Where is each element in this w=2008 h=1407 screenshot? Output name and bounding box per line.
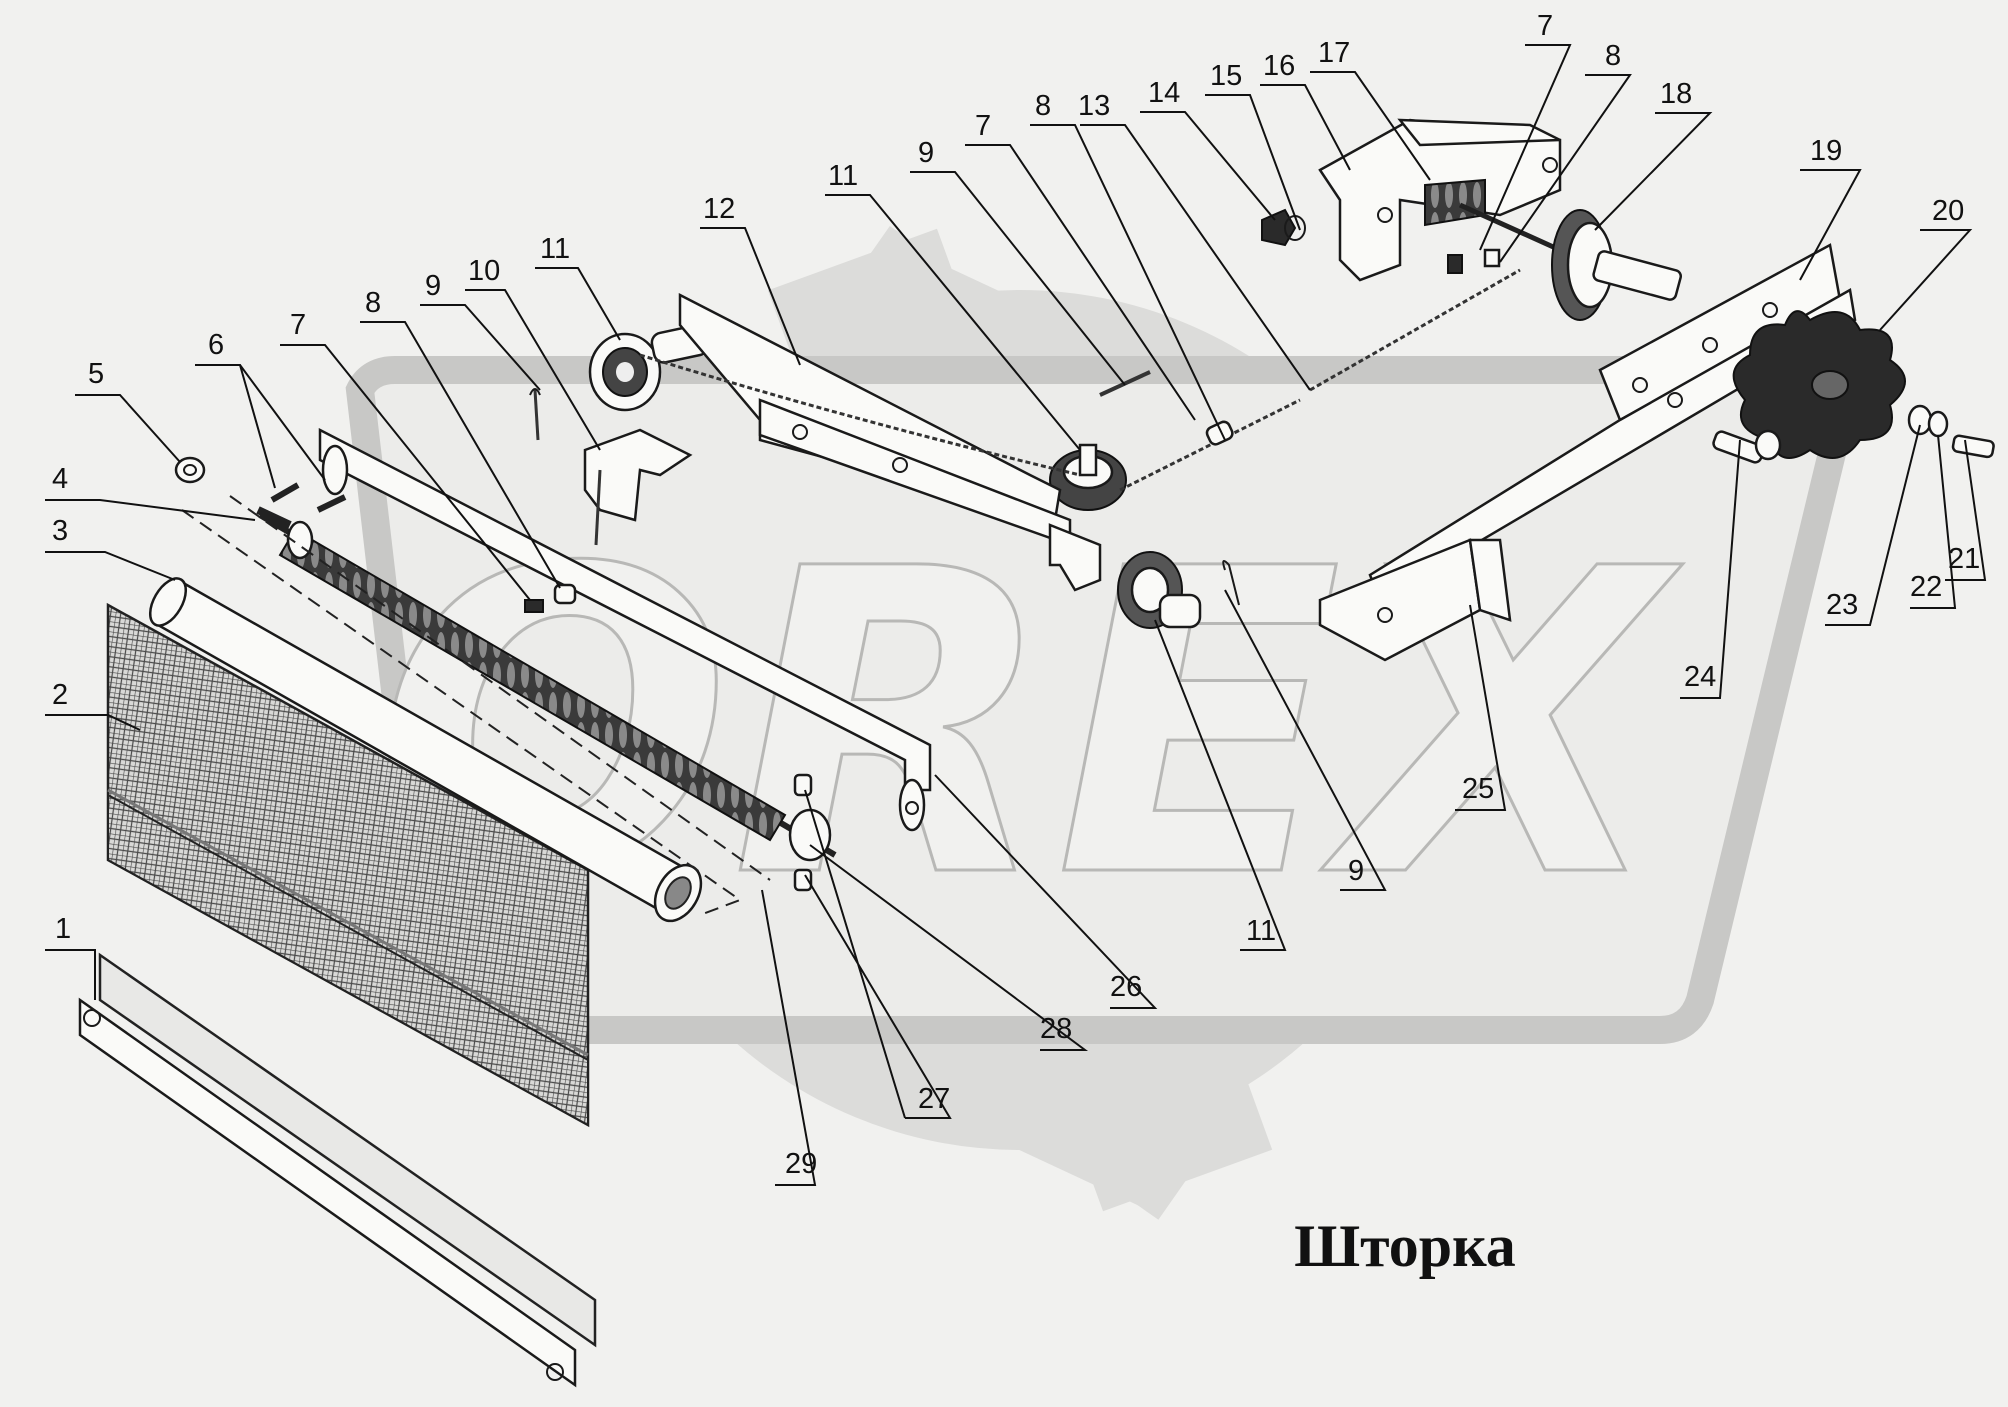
callout-13: 13 [1078,90,1110,122]
callout-14: 14 [1148,77,1180,109]
callout-1: 1 [55,913,71,945]
callout-2: 2 [52,679,68,711]
callout-9: 9 [425,270,441,302]
bottom-rail [78,997,577,1388]
callout-22: 22 [1910,571,1942,603]
callout-5: 5 [88,358,104,390]
callout-18: 18 [1660,78,1692,110]
assembly-lines [181,495,771,916]
callout-6: 6 [208,329,224,361]
callout-11: 11 [828,160,858,192]
callout-23: 23 [1826,589,1858,621]
callout-20: 20 [1932,195,1964,227]
part-guide-plate [678,292,1102,592]
callout-8: 8 [365,287,381,319]
callout-11: 11 [540,233,570,265]
callout-25: 25 [1462,773,1494,805]
part-hardware-left [174,388,813,892]
callout-9: 9 [1348,855,1364,887]
callout-24: 24 [1684,661,1716,693]
callout-3: 3 [52,515,68,547]
callout-7: 7 [290,309,306,341]
callout-10: 10 [468,255,500,287]
callout-11: 11 [1246,915,1276,947]
part-knob [1732,310,1906,459]
callout-28: 28 [1040,1013,1072,1045]
part-top-bracket [1318,118,1562,282]
callout-8: 8 [1605,40,1621,72]
callouts: 1 2 3 4 5 6 7 8 9 10 11 12 11 9 7 8 13 1… [52,10,1980,1180]
diagram-title: Шторка [1294,1213,1516,1279]
callout-27: 27 [918,1083,950,1115]
callout-17: 17 [1318,37,1350,69]
callout-26: 26 [1110,971,1142,1003]
callout-7: 7 [975,110,991,142]
part-nuts-top [1261,208,1501,274]
part-pulley-middle [1049,443,1127,511]
callout-16: 16 [1263,50,1295,82]
part-drum-pulley [1551,209,1683,321]
leader-lines [45,44,1987,1186]
part-clip-bracket [583,428,693,546]
callout-12: 12 [703,193,735,225]
callout-19: 19 [1810,135,1842,167]
callout-29: 29 [785,1148,817,1180]
callout-15: 15 [1210,60,1242,92]
callout-8: 8 [1035,90,1051,122]
callout-21: 21 [1948,543,1980,575]
part-right-bracket [1318,243,1857,662]
part-pulley-left [588,324,710,412]
part-curtain [78,602,597,1388]
callout-9: 9 [918,137,934,169]
part-pulley-right [1117,551,1202,629]
bottom-bar [98,952,597,1348]
part-roller-tube [148,577,703,923]
callout-4: 4 [52,463,68,495]
callout-7: 7 [1537,10,1553,42]
part-bracket-bar [318,427,932,832]
part-hardware-right [1712,404,1995,464]
